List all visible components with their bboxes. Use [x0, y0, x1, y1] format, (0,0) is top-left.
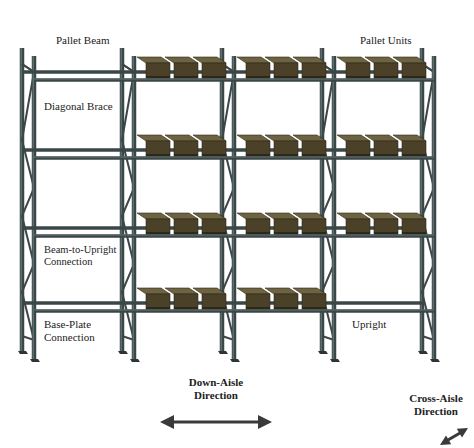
- part-label: Beam-to-Upright Connection: [44, 244, 124, 268]
- part-label: Upright: [352, 318, 386, 331]
- part-label: Pallet Units: [360, 34, 412, 47]
- part-label: Down-Aisle Direction: [166, 376, 266, 401]
- part-label: Pallet Beam: [56, 34, 109, 47]
- part-label: Cross-Aisle Direction: [402, 392, 470, 417]
- rack-frames: [18, 48, 440, 362]
- part-label: Base-Plate Connection: [44, 318, 114, 343]
- down-aisle-arrow: [160, 415, 272, 429]
- part-label: Diagonal Brace: [44, 100, 113, 113]
- back-beams: [22, 72, 422, 303]
- front-beams: [34, 79, 434, 311]
- pallet-units: [137, 57, 426, 310]
- cross-aisle-arrow: [440, 428, 468, 445]
